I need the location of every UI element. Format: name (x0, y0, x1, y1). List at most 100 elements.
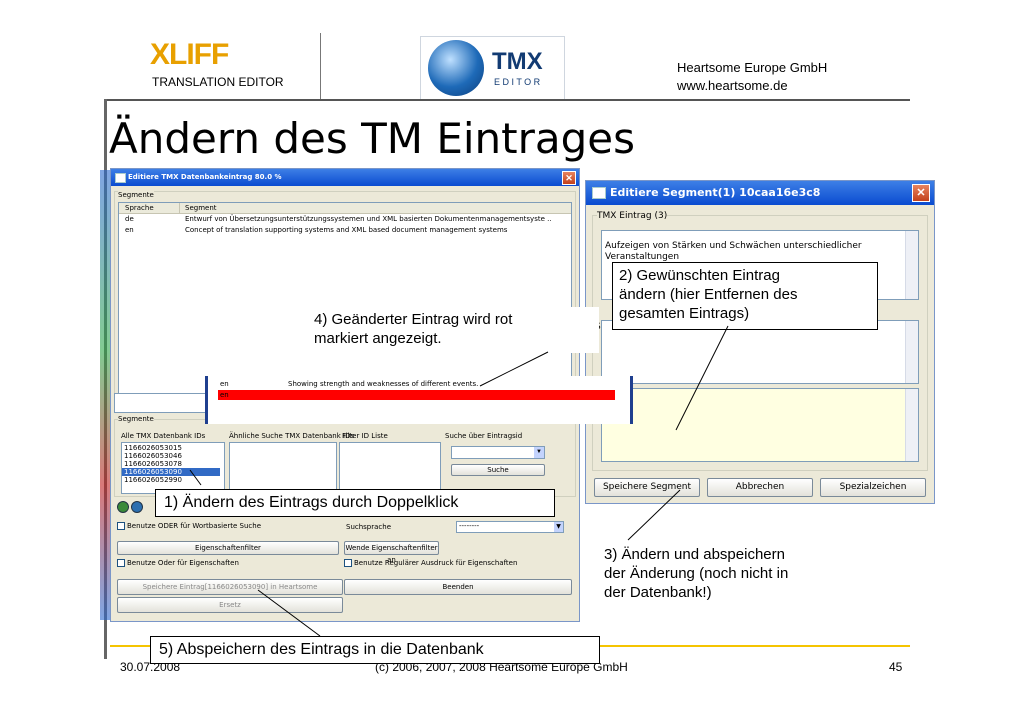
search-icon[interactable] (131, 501, 143, 513)
cancel-button[interactable]: Abbrechen (707, 478, 813, 497)
or-properties-label: Benutze Oder für Eigenschaften (127, 559, 239, 567)
scrollbar[interactable] (905, 321, 918, 383)
strip-row[interactable]: en Showing strength and weaknesses of di… (218, 380, 618, 389)
segments-ids-group-label: Segmente (118, 415, 154, 423)
col-language-header[interactable]: Sprache (125, 204, 154, 212)
callout-step4-line1: 4) Geänderter Eintrag wird rot (314, 311, 513, 328)
scrollbar[interactable] (905, 389, 918, 461)
reset-button[interactable]: Ersetz (117, 597, 343, 613)
segments-table: Sprache Segment de Entwurf von Übersetzu… (118, 202, 572, 394)
col-search-id-label: Suche über Eintragsid (445, 432, 523, 440)
list-item[interactable]: 1166026053078 (124, 460, 182, 468)
header-divider (320, 33, 321, 101)
search-language-label: Suchsprache (346, 523, 392, 531)
col-segment-header[interactable]: Segment (185, 204, 217, 212)
page-number: 45 (889, 660, 903, 674)
segments-group: Segmente Sprache Segment de Entwurf von … (114, 191, 576, 403)
company-name: Heartsome Europe GmbH (677, 60, 828, 75)
save-entry-button[interactable]: Speichere Eintrag[1166026053090] in Hear… (117, 579, 343, 595)
changed-row-highlight[interactable]: en (218, 390, 615, 400)
callout-step5: 5) Abspeichern des Eintrags in die Daten… (150, 636, 600, 664)
callout-step2-line2: ändern (hier Entfernen des (619, 286, 798, 303)
callout-step3-line1: 3) Ändern und abspeichern (604, 546, 785, 563)
row-text: Entwurf von Übersetzungsunterstützungssy… (185, 215, 552, 223)
finish-button[interactable]: Beenden (344, 579, 572, 595)
apply-properties-filter-button[interactable]: Wende Eigenschaftenfilter an (344, 541, 439, 564)
changed-row-lang: en (220, 391, 229, 399)
tmx-logo-sub: E D I T O R (494, 77, 541, 87)
list-item[interactable]: 1166026053015 (124, 444, 182, 452)
segments-ids-group: Segmente Alle TMX Datenbank IDs Ähnliche… (114, 415, 576, 497)
sh-label: Sh (595, 322, 606, 332)
row-text: Concept of translation supporting system… (185, 226, 508, 234)
or-properties-checkbox[interactable] (117, 559, 125, 567)
or-search-checkbox-row[interactable]: Benutze ODER für Wortbasierte Suche (117, 522, 261, 530)
tmx-logo-circle-icon (428, 40, 484, 96)
callout-step3-line2: der Änderung (noch nicht in (604, 565, 789, 582)
or-search-label: Benutze ODER für Wortbasierte Suche (127, 522, 262, 530)
col-filter-label: Filter ID Liste (342, 432, 388, 440)
callout-step4-line2: markiert angezeigt. (314, 330, 442, 347)
segments-table-header: Sprache Segment (119, 203, 571, 214)
list-item[interactable]: 1166026052990 (124, 476, 182, 484)
edit-segment-window-titlebar[interactable]: Editiere Segment(1) 10caa16e3c8 ✕ (586, 181, 934, 205)
list-item-selected[interactable]: 1166026053090 (122, 468, 220, 476)
regex-checkbox[interactable] (344, 559, 352, 567)
edit-segment-window: Editiere Segment(1) 10caa16e3c8 ✕ TMX Ei… (585, 180, 935, 504)
search-language-dropdown[interactable]: -------- ▼ (456, 521, 564, 533)
table-row[interactable]: en Concept of translation supporting sys… (119, 226, 571, 236)
xliff-logo: XLIFF TRANSLATION EDITOR (150, 38, 320, 96)
row-lang: en (125, 226, 134, 234)
segments-group-label: Segmente (118, 191, 154, 199)
xliff-logo-sub: TRANSLATION EDITOR (152, 75, 284, 89)
table-row[interactable]: de Entwurf von Übersetzungsunterstützung… (119, 215, 571, 225)
callout-step2-line1: 2) Gewünschten Eintrag (619, 267, 780, 284)
search-button[interactable]: Suche (451, 464, 545, 476)
search-id-dropdown[interactable]: ▼ (451, 446, 545, 459)
all-ids-list[interactable]: 1166026053015 1166026053046 116602605307… (121, 442, 225, 494)
background-screen-edge (100, 170, 110, 620)
source-text-line2: Veranstaltungen (605, 252, 680, 262)
target-text-area[interactable] (601, 388, 919, 462)
edit-segment-window-title: Editiere Segment(1) 10caa16e3c8 (610, 186, 821, 199)
regex-label: Benutze Regulärer Ausdruck für Eigenscha… (354, 559, 518, 567)
callout-step5-text: 5) Abspeichern des Eintrags in die Daten… (159, 641, 484, 658)
callout-step3: 3) Ändern und abspeichern der Änderung (… (598, 542, 880, 606)
or-search-checkbox[interactable] (117, 522, 125, 530)
strip-row-lang: en (220, 380, 229, 388)
close-icon[interactable]: ✕ (562, 171, 576, 185)
save-segment-button[interactable]: Speichere Segment (594, 478, 700, 497)
tmx-logo: TMX E D I T O R (420, 36, 565, 100)
xliff-logo-main: XLIFF (150, 38, 229, 71)
filter-ids-list[interactable] (339, 442, 441, 494)
regex-checkbox-row[interactable]: Benutze Regulärer Ausdruck für Eigenscha… (344, 559, 517, 567)
chevron-down-icon[interactable]: ▼ (554, 522, 563, 532)
col-similar-label: Ähnliche Suche TMX Datenbank IDs (229, 432, 355, 440)
toolbar-icons (117, 500, 157, 514)
callout-step2-line3: gesamten Eintrags) (619, 305, 750, 322)
similar-ids-list[interactable] (229, 442, 337, 494)
callout-step3-line3: der Datenbank!) (604, 584, 712, 601)
app-icon (592, 187, 606, 199)
changed-entry-strip: en Showing strength and weaknesses of di… (205, 376, 633, 424)
slide-title: Ändern des TM Eintrages (109, 114, 636, 163)
strip-row-text: Showing strength and weaknesses of diffe… (288, 380, 479, 388)
tmx-entry-window-title: Editiere TMX Datenbankeintrag 80.0 % (128, 173, 282, 181)
tmx-entry-window-titlebar[interactable]: Editiere TMX Datenbankeintrag 80.0 % ✕ (111, 169, 579, 186)
company-website: www.heartsome.de (677, 78, 788, 93)
edit-icon[interactable] (117, 501, 129, 513)
callout-step4: 4) Geänderter Eintrag wird rot markiert … (306, 307, 599, 353)
tmx-entry-group: TMX Eintrag (3) Aufzeigen von Stärken un… (592, 211, 928, 471)
scrollbar[interactable] (905, 231, 918, 299)
special-characters-button[interactable]: Spezialzeichen (820, 478, 926, 497)
properties-filter-button[interactable]: Eigenschaftenfilter (117, 541, 339, 555)
search-language-value: -------- (459, 522, 480, 530)
chevron-down-icon[interactable]: ▼ (534, 447, 544, 458)
col-all-ids-label: Alle TMX Datenbank IDs (121, 432, 206, 440)
or-properties-checkbox-row[interactable]: Benutze Oder für Eigenschaften (117, 559, 239, 567)
close-icon[interactable]: ✕ (912, 184, 930, 202)
list-item[interactable]: 1166026053046 (124, 452, 182, 460)
callout-step2: 2) Gewünschten Eintrag ändern (hier Entf… (612, 262, 878, 330)
tmx-logo-main: TMX (492, 48, 543, 75)
callout-step1-text: 1) Ändern des Eintrags durch Doppelklick (164, 494, 459, 511)
